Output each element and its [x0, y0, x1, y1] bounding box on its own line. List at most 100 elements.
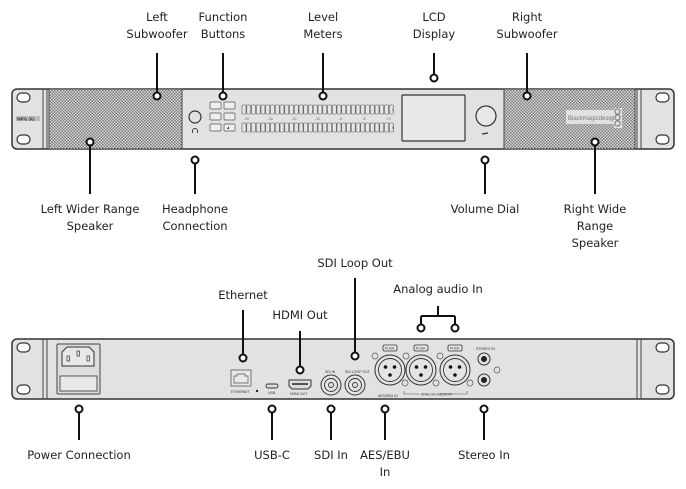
mount-hole-icon: [16, 134, 31, 145]
push-label: PUSH: [416, 347, 426, 351]
meter-channel-label: L: [392, 108, 394, 112]
analog-right-xlr[interactable]: PUSH: [436, 344, 474, 387]
left-speaker-grille: [48, 88, 183, 150]
meter-segment: [251, 104, 256, 115]
brand-logo-icon: [614, 108, 622, 128]
meter-segment: [260, 104, 266, 115]
svg-text:SDI IN: SDI IN: [325, 370, 336, 374]
mount-hole-icon: [655, 384, 670, 395]
brand-logo: Blackmagicdesign: [568, 116, 616, 122]
meter-segment: [331, 122, 337, 133]
mute-button[interactable]: [223, 123, 236, 132]
ethernet-label: Ethernet: [218, 288, 268, 302]
aes-ebu-in-callout: [380, 404, 390, 440]
meter-segment: [274, 122, 280, 133]
mount-hole-icon: [655, 342, 670, 353]
input-button[interactable]: [209, 123, 222, 132]
push-latch[interactable]: [447, 344, 463, 352]
sdi-in-port[interactable]: SDI IN: [320, 370, 342, 396]
select-right-button[interactable]: [223, 101, 236, 110]
meter-segment: [312, 122, 318, 133]
meter-segment: [322, 122, 328, 133]
front-panel: MPG 3G Blackmagicdesign: [11, 88, 675, 150]
mute-icon: [227, 126, 229, 129]
ethernet-callout: [238, 310, 248, 363]
power-inlet[interactable]: [56, 343, 101, 395]
push-latch[interactable]: [413, 344, 429, 352]
meter-segment: [336, 104, 342, 115]
meter-scale-tick: -6: [362, 117, 365, 121]
aes-ebu-xlr[interactable]: PUSH: [371, 344, 409, 387]
sdi-in-callout: [326, 404, 336, 440]
right-subwoofer-label: Right Subwoofer: [496, 10, 558, 41]
meter-segment: [293, 104, 299, 115]
sdi-loop-out-port[interactable]: SDI LOOP OUT: [344, 370, 371, 396]
meter-segment: [346, 122, 351, 133]
meter-segment: [293, 122, 299, 133]
down-button[interactable]: [223, 112, 236, 121]
meter-channel-L: L: [241, 104, 394, 115]
callout-lines: [74, 53, 600, 440]
stereo-in-callout: [479, 404, 489, 440]
meter-segment: [312, 104, 318, 115]
headphone-jack[interactable]: [188, 110, 202, 124]
reset-pinhole: [255, 389, 259, 393]
meter-segment: [279, 104, 285, 115]
meter-segment: [298, 122, 304, 133]
lcd-display-label: LCD Display: [412, 10, 456, 41]
model-badge-text: MPG 3G: [17, 117, 35, 122]
meter-segment: [388, 122, 394, 133]
headphone-connection-callout: [190, 155, 200, 194]
meter-segment: [360, 122, 366, 133]
up-button[interactable]: [209, 112, 222, 121]
meter-segment: [289, 122, 294, 133]
meter-segment: [336, 122, 342, 133]
usb-c-port[interactable]: USB: [265, 383, 279, 395]
aes-ebu-label: AES/EBU IN: [378, 394, 398, 398]
usb-c-label: USB-C: [254, 448, 290, 462]
meter-segment: [317, 122, 323, 133]
meter-segment: [265, 122, 271, 133]
sdi-loop-out-callout: [350, 278, 360, 361]
meter-segment: [355, 122, 361, 133]
svg-text:ETHERNET: ETHERNET: [231, 390, 251, 394]
right-wide-range-speaker-callout: [590, 137, 600, 194]
meter-segment: [260, 122, 266, 133]
select-left-button[interactable]: [209, 101, 222, 110]
meter-segment: [241, 122, 247, 133]
meter-channel-label: R: [392, 126, 395, 130]
volume-dial[interactable]: [475, 105, 497, 127]
meter-segment: [350, 122, 356, 133]
meter-scale-tick: -50: [244, 117, 249, 121]
lcd-display-callout: [429, 53, 439, 83]
push-latch[interactable]: [382, 344, 398, 352]
meter-segment: [327, 104, 332, 115]
ethernet-port[interactable]: ETHERNET: [230, 369, 259, 394]
level-meters: LR-50-40-30-20-9-6+3: [241, 104, 395, 133]
meter-segment: [303, 104, 309, 115]
meter-segment: [384, 104, 389, 115]
meter-segment: [265, 104, 271, 115]
meter-segment: [251, 122, 256, 133]
svg-text:SDI LOOP OUT: SDI LOOP OUT: [345, 370, 371, 374]
volume-dial-callout: [480, 155, 490, 194]
left-wide-range-speaker-label: Left Wider Range Speaker: [40, 202, 140, 233]
mount-hole-icon: [655, 134, 670, 145]
svg-text:HDMI OUT: HDMI OUT: [290, 392, 308, 396]
stereo-in-ports[interactable]: STEREO IN: [476, 347, 501, 387]
meter-segment: [360, 104, 366, 115]
function-buttons-group: [209, 101, 236, 132]
aes-ebu-in-label: AES/EBU In: [360, 448, 410, 479]
analog-left-xlr[interactable]: PUSH: [402, 344, 440, 387]
meter-segment: [317, 104, 323, 115]
left-rack-ear: MPG 3G: [16, 89, 48, 149]
hdmi-out-port[interactable]: HDMI OUT: [288, 379, 312, 396]
hdmi-out-label: HDMI Out: [272, 308, 328, 322]
svg-text:STEREO IN: STEREO IN: [476, 347, 495, 351]
meter-segment: [255, 104, 261, 115]
meter-segment: [289, 104, 294, 115]
meter-segment: [241, 104, 247, 115]
meter-segment: [298, 104, 304, 115]
power-connection-callout: [74, 404, 84, 440]
